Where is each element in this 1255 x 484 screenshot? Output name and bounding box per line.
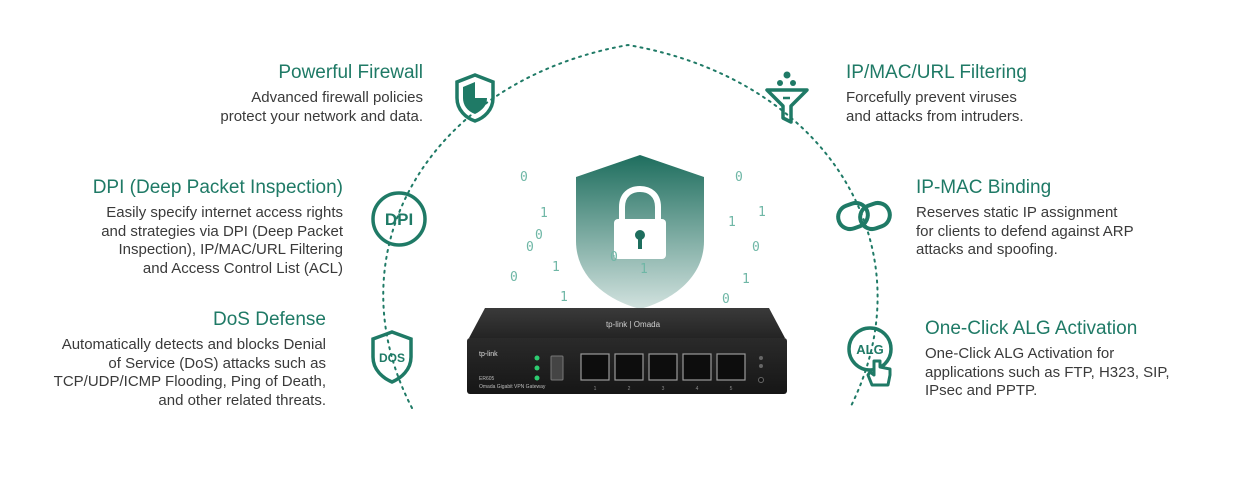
dpi-badge-label: DPI	[385, 210, 413, 229]
feature-alg: One-Click ALG Activation One-Click ALG A…	[925, 317, 1170, 401]
desc-line: Reserves static IP assignment	[916, 204, 1118, 221]
desc-line: and other related threats.	[158, 391, 326, 409]
feature-binding-desc: Reserves static IP assignment for client…	[916, 204, 1134, 260]
desc-line: and strategies via DPI (Deep Packet	[101, 222, 343, 240]
desc-line: TCP/UDP/ICMP Flooding, Ping of Death,	[53, 373, 326, 390]
router-model: ER605	[479, 376, 495, 382]
desc-line: and attacks from intruders.	[846, 107, 1024, 125]
feature-binding: IP-MAC Binding Reserves static IP assign…	[916, 176, 1134, 260]
link-icon	[836, 200, 892, 232]
desc-line: of Service (DoS) attacks such as	[108, 354, 326, 372]
dpi-badge-icon: DPI	[371, 191, 427, 247]
alg-touch-icon: ALG	[847, 326, 893, 387]
funnel-icon	[765, 71, 809, 124]
desc-line: Inspection), IP/MAC/URL Filtering	[118, 241, 343, 258]
feature-alg-title: One-Click ALG Activation	[925, 318, 1138, 339]
feature-filtering-title: IP/MAC/URL Filtering	[846, 62, 1027, 83]
port-number-4: 4	[696, 386, 699, 392]
desc-line: applications such as FTP, H323, SIP,	[925, 363, 1170, 381]
feature-dos-desc: Automatically detects and blocks Denial …	[54, 336, 326, 410]
feature-dos-title: DoS Defense	[212, 309, 326, 330]
router-subtitle: Omada Gigabit VPN Gateway	[479, 384, 546, 390]
desc-line: Automatically detects and blocks Denial	[61, 336, 326, 353]
desc-line: and Access Control List (ACL)	[142, 259, 343, 277]
feature-firewall: Powerful Firewall Advanced firewall poli…	[220, 61, 423, 126]
feature-dos: DoS Defense Automatically detects and bl…	[54, 308, 326, 410]
feature-filtering-desc: Forcefully prevent viruses and attacks f…	[846, 89, 1027, 126]
desc-line: IPsec and PPTP.	[925, 382, 1038, 399]
feature-binding-title: IP-MAC Binding	[916, 177, 1052, 198]
feature-dpi: DPI (Deep Packet Inspection) Easily spec…	[93, 176, 343, 278]
router-top-brand: tp-link | Omada	[606, 320, 661, 329]
router-image: tp-link | Omada tp-link ER605 Omada Giga…	[467, 308, 787, 394]
padlock-icon	[614, 185, 666, 259]
port-number-3: 3	[662, 386, 665, 392]
desc-line: attacks and spoofing.	[916, 241, 1058, 258]
feature-alg-desc: One-Click ALG Activation for application…	[925, 345, 1170, 401]
feature-dpi-title: DPI (Deep Packet Inspection)	[92, 177, 343, 198]
feature-firewall-desc: Advanced firewall policies protect your …	[220, 89, 423, 126]
port-number-2: 2	[628, 386, 631, 392]
desc-line: One-Click ALG Activation for	[925, 345, 1115, 362]
desc-line: protect your network and data.	[220, 107, 423, 125]
desc-line: for clients to defend against ARP	[916, 222, 1134, 240]
feature-firewall-title: Powerful Firewall	[278, 62, 423, 83]
security-shield-graphic	[576, 155, 704, 309]
desc-line: Advanced firewall policies	[251, 89, 423, 106]
router-brand: tp-link	[479, 351, 498, 358]
dos-shield-icon: DOS	[371, 330, 413, 384]
alg-badge-label: ALG	[856, 342, 883, 357]
desc-line: Easily specify internet access rights	[106, 204, 343, 221]
feature-filtering: IP/MAC/URL Filtering Forcefully prevent …	[846, 61, 1027, 126]
port-number-5: 5	[730, 386, 733, 392]
dos-badge-label: DOS	[379, 351, 405, 365]
shield-icon	[455, 73, 495, 123]
port-number-1: 1	[594, 386, 597, 392]
feature-dpi-desc: Easily specify internet access rights an…	[93, 204, 343, 278]
desc-line: Forcefully prevent viruses	[846, 89, 1017, 106]
